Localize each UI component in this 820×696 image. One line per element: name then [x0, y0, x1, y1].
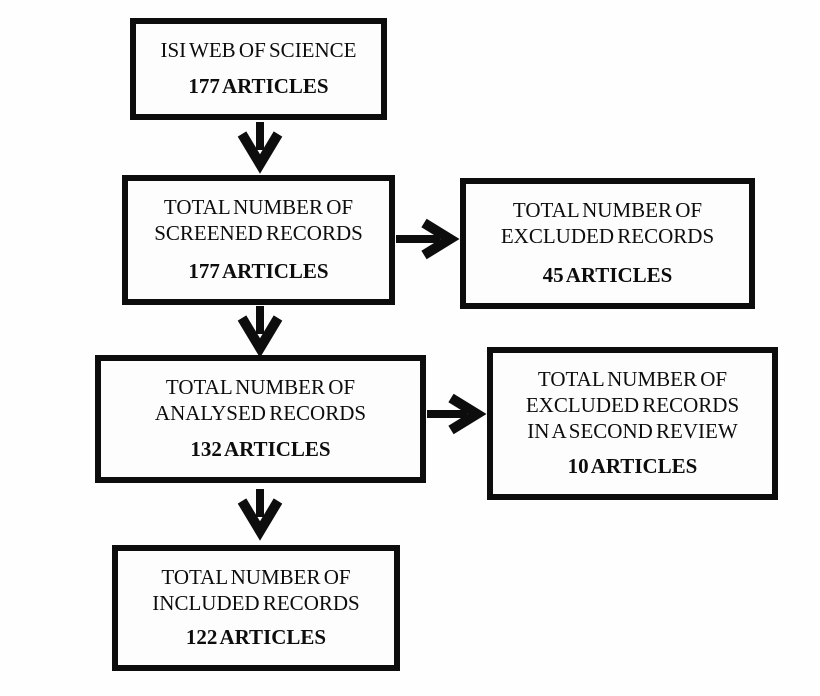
article-count: 10 ARTICLES [567, 454, 698, 478]
box-title-line: EXCLUDED RECORDS [500, 224, 715, 248]
box-title-line: TOTAL NUMBER OF [163, 195, 354, 219]
box-excluded-records: TOTAL NUMBER OF EXCLUDED RECORDS 45 ARTI… [460, 178, 755, 309]
box-title-line: EXCLUDED RECORDS [525, 393, 740, 417]
down-arrow-icon [237, 122, 283, 174]
box-title-line: TOTAL NUMBER OF [512, 198, 703, 222]
box-title-line: TOTAL NUMBER OF [165, 375, 356, 399]
box-isi-web-of-science: ISI WEB OF SCIENCE 177 ARTICLES [130, 18, 387, 120]
box-included-records: TOTAL NUMBER OF INCLUDED RECORDS 122 ART… [112, 545, 400, 671]
box-analysed-records: TOTAL NUMBER OF ANALYSED RECORDS 132 ART… [95, 355, 426, 483]
box-title-line: TOTAL NUMBER OF [161, 565, 351, 589]
down-arrow-icon [237, 306, 283, 358]
box-title-line: TOTAL NUMBER OF [537, 367, 728, 391]
box-excluded-records-second-review: TOTAL NUMBER OF EXCLUDED RECORDS IN A SE… [487, 347, 778, 500]
article-count: 132 ARTICLES [190, 437, 331, 461]
right-arrow-icon [396, 218, 460, 260]
box-title-line: INCLUDED RECORDS [152, 591, 360, 615]
down-arrow-icon [237, 489, 283, 541]
box-title-line: SCREENED RECORDS [154, 221, 363, 245]
article-count: 177 ARTICLES [188, 259, 329, 283]
article-count: 177 ARTICLES [188, 74, 329, 98]
box-title-line: ISI WEB OF SCIENCE [160, 38, 357, 62]
box-title-line: ANALYSED RECORDS [154, 401, 367, 425]
article-count: 45 ARTICLES [542, 263, 673, 287]
right-arrow-icon [427, 393, 487, 435]
article-count: 122 ARTICLES [185, 625, 327, 649]
box-screened-records: TOTAL NUMBER OF SCREENED RECORDS 177 ART… [122, 175, 395, 305]
box-title-line: IN A SECOND REVIEW [527, 419, 738, 443]
